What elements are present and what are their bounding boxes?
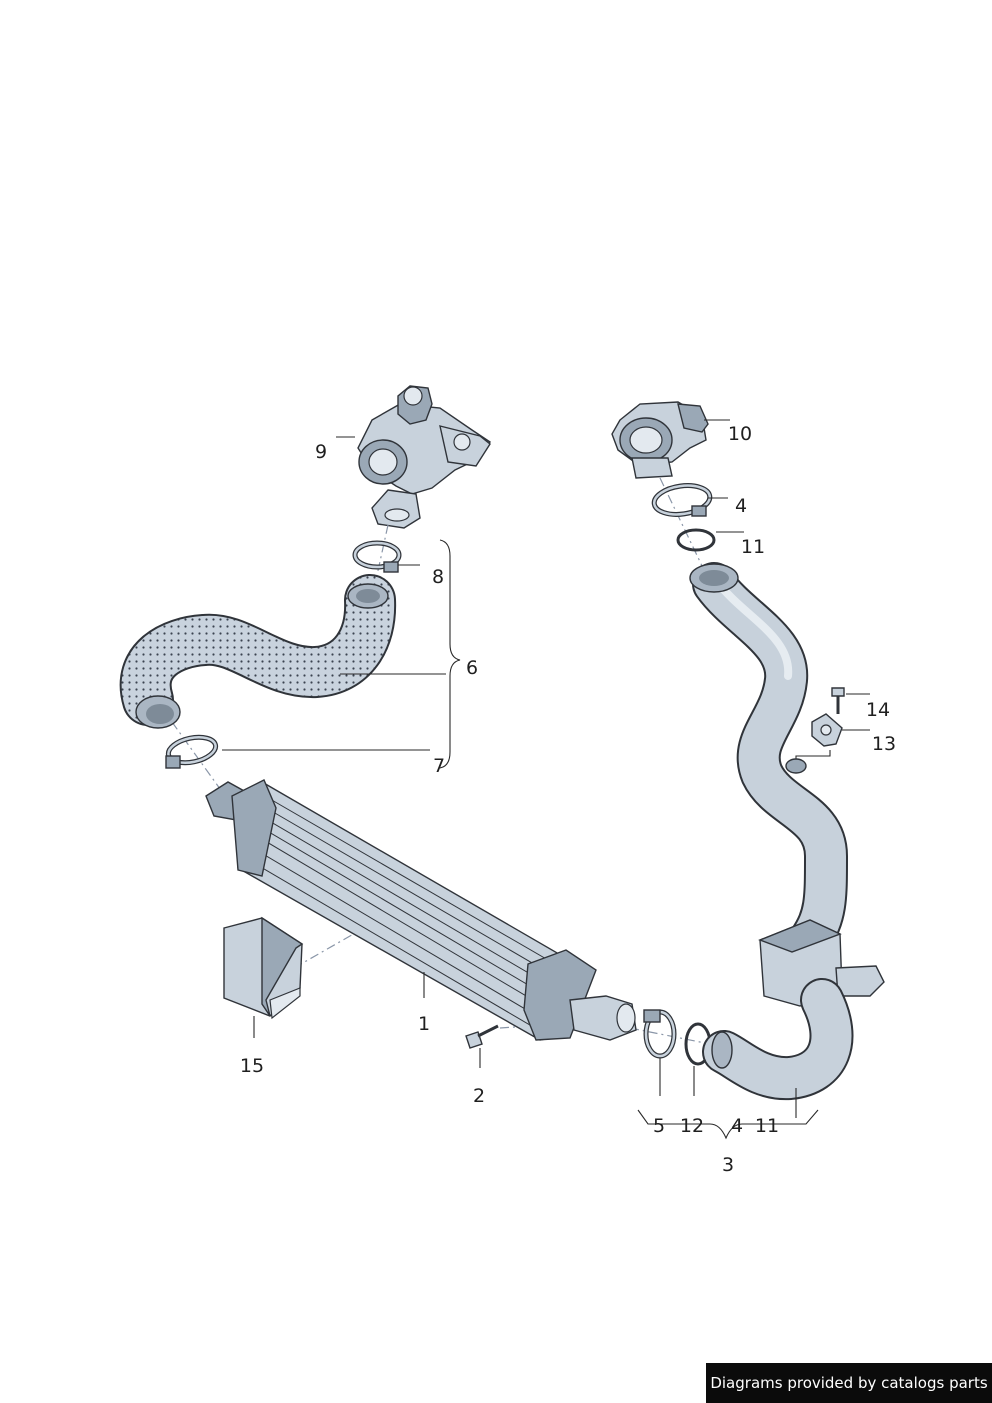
callout-5: 5 <box>653 1115 665 1137</box>
callout-13: 13 <box>872 733 896 755</box>
callout-3: 3 <box>722 1154 734 1176</box>
hose-clamp-upper <box>352 540 420 573</box>
sensor-bolt <box>831 687 870 714</box>
callout-11-lower: 11 <box>755 1115 779 1137</box>
callout-11-upper: 11 <box>741 536 765 558</box>
callout-7: 7 <box>433 755 445 777</box>
credit-text: Diagrams provided by catalogs parts <box>710 1374 988 1392</box>
clamp-and-seal-lower <box>643 1009 712 1096</box>
charge-air-hose <box>119 574 446 729</box>
credit-banner: Diagrams provided by catalogs parts <box>706 1363 992 1403</box>
callout-4-upper: 4 <box>735 495 747 517</box>
callout-15: 15 <box>240 1055 264 1077</box>
callout-12: 12 <box>680 1115 704 1137</box>
callout-1: 1 <box>418 1013 430 1035</box>
callout-14: 14 <box>866 699 890 721</box>
callout-2: 2 <box>473 1085 485 1107</box>
clamp-and-seal-upper <box>651 483 744 552</box>
bracket <box>223 916 304 1038</box>
callout-8: 8 <box>432 566 444 588</box>
throttle-housing <box>611 401 730 479</box>
turbocharger <box>336 385 491 529</box>
callout-4-lower: 4 <box>731 1115 743 1137</box>
hose-clamp-lower <box>165 734 430 769</box>
callout-9: 9 <box>315 441 327 463</box>
callout-10: 10 <box>728 423 752 445</box>
pressure-sensor <box>785 713 870 774</box>
screw <box>465 1024 499 1068</box>
callout-6: 6 <box>466 657 478 679</box>
charge-air-pipe <box>689 562 885 1118</box>
intercooler <box>205 779 637 1041</box>
